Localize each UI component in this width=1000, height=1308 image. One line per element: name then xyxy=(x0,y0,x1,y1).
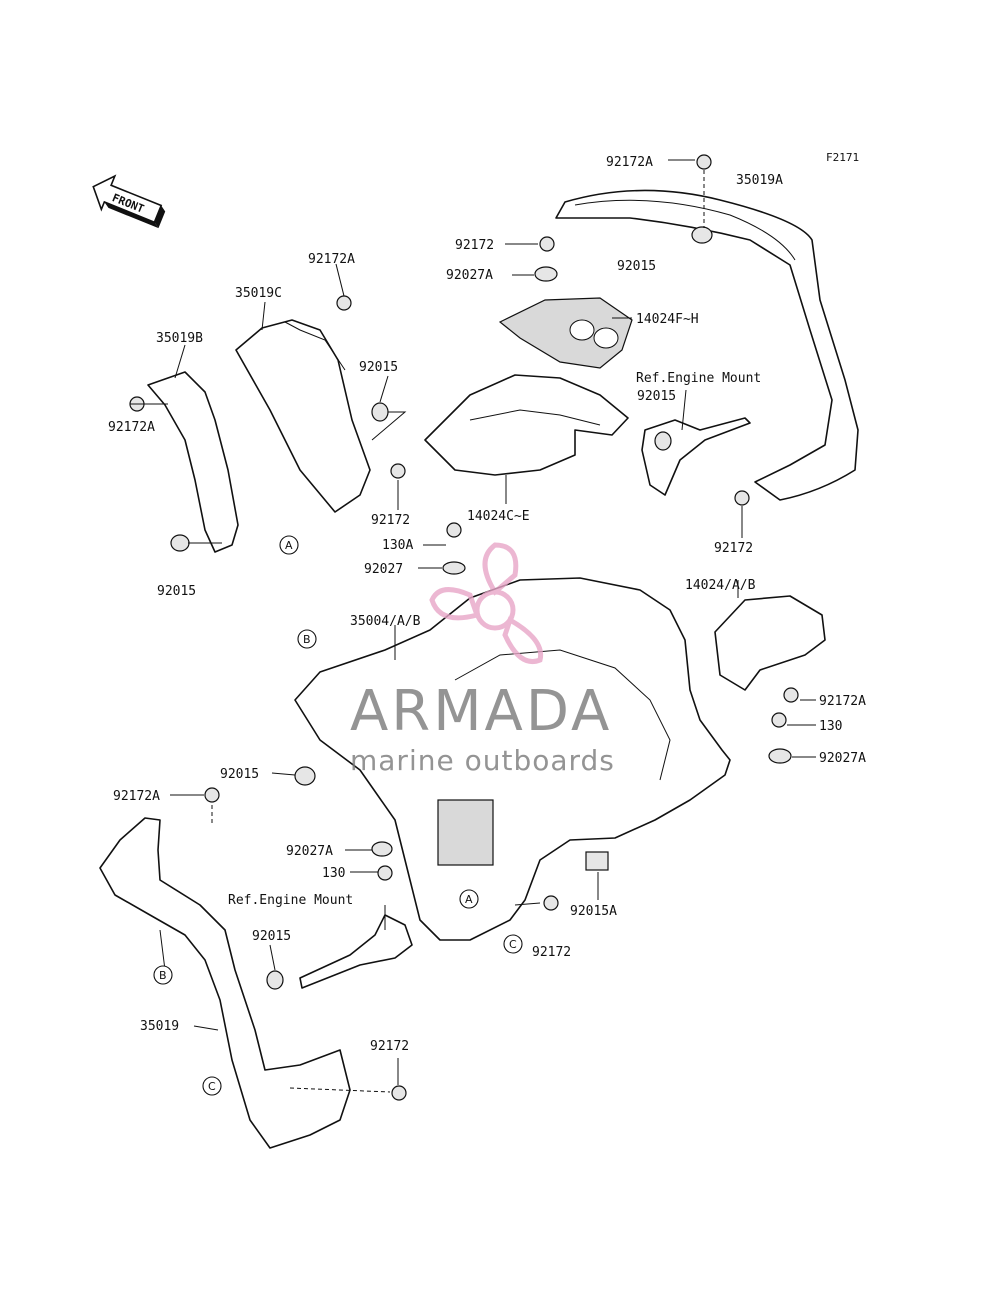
label-14024AB: 14024/A/B xyxy=(685,578,756,593)
label-92172A-mid: 92172A xyxy=(308,252,355,267)
label-92172A-bottom-left: 92172A xyxy=(113,789,160,804)
label-35019B: 35019B xyxy=(156,331,203,346)
seat-14024AB xyxy=(714,595,826,691)
label-92015-top: 92015 xyxy=(617,259,656,274)
watermark-tagline: marine outboards xyxy=(350,744,615,777)
label-35004AB: 35004/A/B xyxy=(350,614,421,629)
engine-mount-bracket-top xyxy=(641,417,751,496)
fender-35019 xyxy=(99,817,351,1149)
label-92015A: 92015A xyxy=(570,904,617,919)
label-92027A-right: 92027A xyxy=(819,751,866,766)
label-35019C: 35019C xyxy=(235,286,282,301)
reference-marks: A B A C B C xyxy=(153,535,523,1096)
label-92015-bottom-left: 92015 xyxy=(252,929,291,944)
ref-mark-A-top: A xyxy=(285,539,293,552)
label-92015-left: 92015 xyxy=(157,584,196,599)
label-92015-right: 92015 xyxy=(637,389,676,404)
label-130A: 130A xyxy=(382,538,413,553)
label-ref-engine-mount-top: Ref.Engine Mount xyxy=(636,371,761,386)
cover-14024F-H xyxy=(498,297,633,369)
label-130-center: 130 xyxy=(322,866,345,881)
label-92172A-r2: 92172A xyxy=(819,694,866,709)
fender-35019A xyxy=(555,189,859,501)
front-arrow-icon: FRONT xyxy=(92,174,166,229)
ref-mark-B-top: B xyxy=(303,633,311,646)
label-35019A: 35019A xyxy=(736,173,783,188)
panel-14024C-E xyxy=(424,374,629,476)
label-ref-engine-mount-bottom: Ref.Engine Mount xyxy=(228,893,353,908)
label-92015-center: 92015 xyxy=(220,767,259,782)
label-92172A-left: 92172A xyxy=(108,420,155,435)
watermark-brand: ARMADA xyxy=(350,679,612,744)
ref-mark-B-bottom: B xyxy=(159,969,167,982)
label-35019: 35019 xyxy=(140,1019,179,1034)
ref-mark-A-bottom: A xyxy=(465,893,473,906)
ref-mark-C-top: C xyxy=(509,938,517,951)
label-92172-top: 92172 xyxy=(455,238,494,253)
propeller-logo-icon xyxy=(429,542,544,664)
label-14024F-H: 14024F~H xyxy=(636,312,699,327)
label-130-right: 130 xyxy=(819,719,842,734)
label-92172-center: 92172 xyxy=(532,945,571,960)
label-92172-bottom: 92172 xyxy=(370,1039,409,1054)
label-14024C-E: 14024C~E xyxy=(467,509,530,524)
label-92027A-center: 92027A xyxy=(286,844,333,859)
fender-35004AB xyxy=(294,577,731,941)
label-92027A-top: 92027A xyxy=(446,268,493,283)
cover-35019B xyxy=(147,371,239,553)
label-92172-right: 92172 xyxy=(714,541,753,556)
figure-id: F2171 xyxy=(826,151,859,164)
leader-lines xyxy=(130,159,816,1093)
cover-35019C xyxy=(235,319,371,513)
label-92172A-top: 92172A xyxy=(606,155,653,170)
ref-mark-C-bottom: C xyxy=(208,1080,216,1093)
label-92027: 92027 xyxy=(364,562,403,577)
label-92172-mid: 92172 xyxy=(371,513,410,528)
watermark: ARMADA marine outboards xyxy=(350,542,615,777)
label-92015-mid: 92015 xyxy=(359,360,398,375)
callout-labels: 92172A 35019A 92172 92027A 92015 14024F~… xyxy=(108,155,866,1054)
engine-mount-bracket-bottom xyxy=(299,914,413,989)
